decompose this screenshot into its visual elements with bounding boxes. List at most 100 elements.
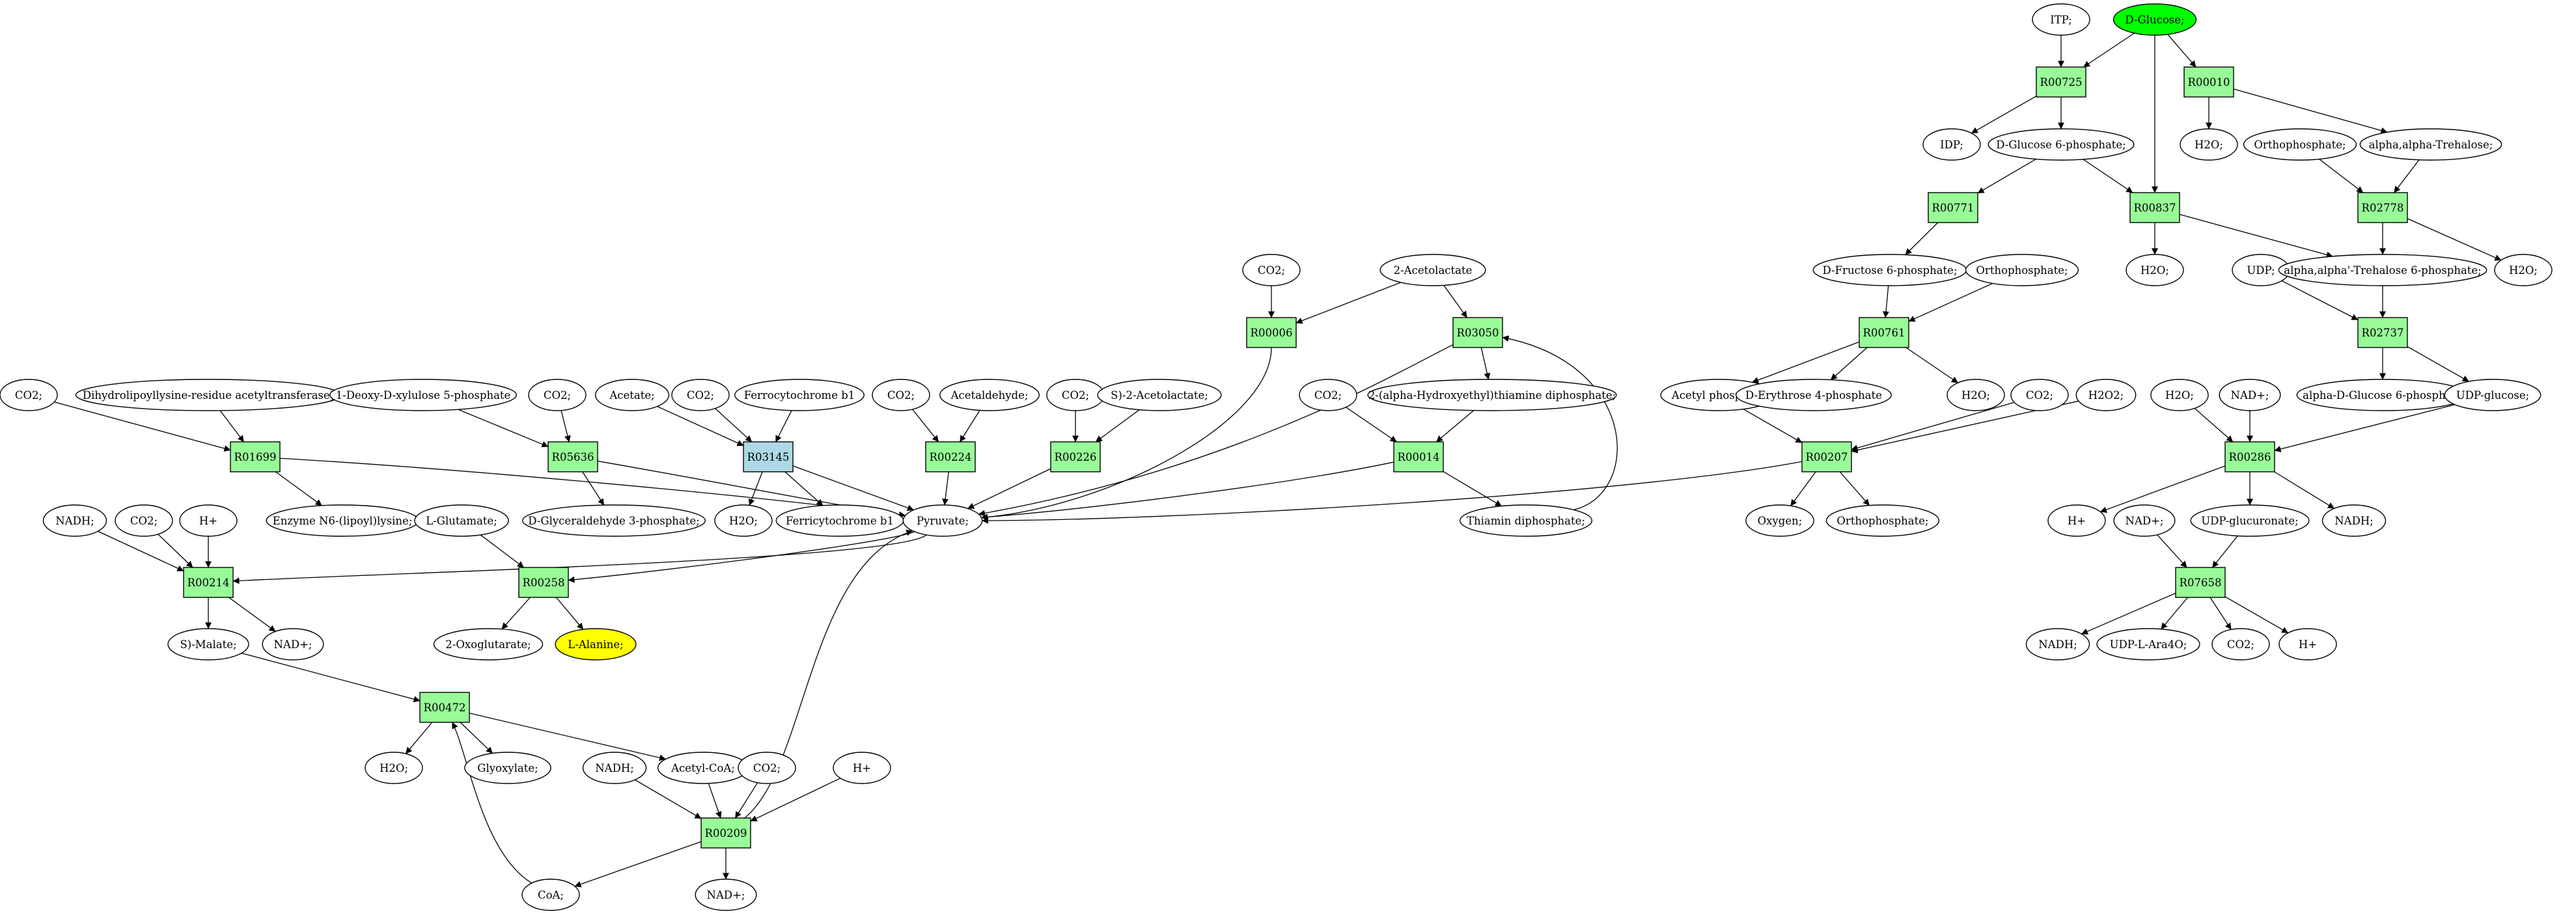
node-label: H2O; — [2509, 264, 2538, 277]
compound-node-co2: CO2; — [671, 379, 730, 411]
edge-r00214-to-nad_r00214 — [229, 597, 276, 632]
compound-node-udp-l-ara4o: UDP-L-Ara4O; — [2096, 628, 2200, 661]
edge-acetaldehyde-to-r00224 — [959, 410, 980, 443]
compound-ellipse — [695, 879, 757, 911]
compound-node-2-oxoglutarate: 2-Oxoglutarate; — [433, 628, 544, 661]
compound-ellipse — [738, 752, 796, 784]
compound-node-h: H+ — [179, 504, 238, 537]
edge-s_acetolactate-to-r00226 — [1095, 409, 1140, 443]
edge-co2_r00209-to-r00209 — [734, 782, 758, 819]
compound-ellipse — [2494, 254, 2553, 286]
edges-layer — [54, 33, 2502, 888]
compound-ellipse — [833, 752, 891, 784]
compound-node-itp: ITP; — [2032, 3, 2090, 36]
node-label: NAD+; — [274, 638, 312, 651]
node-label: Glyoxylate; — [477, 762, 538, 774]
node-label: R03050 — [1457, 327, 1499, 339]
compound-ellipse — [2180, 128, 2238, 161]
compound-node-co2: CO2; — [2211, 628, 2270, 661]
compound-ellipse — [2243, 128, 2357, 161]
compound-node-h2o: H2O; — [714, 504, 773, 537]
compound-ellipse — [1965, 254, 2079, 286]
compound-node-d-glucose: D-Glucose; — [2112, 3, 2197, 36]
reaction-box — [2357, 317, 2408, 348]
compound-ellipse — [1097, 379, 1222, 411]
compound-ellipse — [1946, 379, 2005, 411]
compound-node-h: H+ — [2278, 628, 2337, 661]
reaction-node-r00209: R00209 — [700, 817, 751, 849]
node-label: CO2; — [130, 515, 158, 527]
compound-ellipse — [2096, 628, 2200, 661]
compound-ellipse — [1379, 254, 1486, 286]
edge-udp-to-r02737 — [2281, 280, 2359, 321]
compound-node-acetate: Acetate; — [594, 379, 670, 411]
node-label: D-Glucose 6-phosphate; — [1996, 139, 2126, 151]
compound-node-nadh: NADH; — [2025, 628, 2090, 661]
edge-nadh_r00214-to-r00214 — [98, 530, 184, 571]
reaction-node-r00771: R00771 — [1928, 192, 1978, 223]
compound-node-s-malate: S)-Malate; — [167, 628, 249, 661]
compound-node-h: H+ — [833, 752, 891, 784]
reaction-box — [2357, 192, 2408, 223]
edge-co2_r01699-to-r01699 — [54, 402, 231, 452]
node-label: CO2; — [1062, 389, 1089, 402]
compound-ellipse — [2190, 504, 2310, 537]
compound-node-idp: IDP; — [1922, 128, 1981, 161]
reaction-box — [1452, 317, 1503, 348]
edge-r00286-to-h_r00286 — [2099, 465, 2226, 513]
edge-r00761-to-e4p — [1830, 347, 1868, 381]
reaction-node-r03145: R03145 — [743, 441, 794, 472]
node-label: NAD+; — [707, 889, 745, 901]
reaction-box — [2175, 567, 2226, 598]
edge-r07658-to-udp_ara4o — [2161, 597, 2189, 630]
node-label: H2O2; — [2088, 389, 2124, 402]
reaction-node-r03050: R03050 — [1452, 317, 1503, 348]
node-label: R00258 — [523, 577, 565, 589]
edge-orthophosphate_1-to-r02778 — [2319, 159, 2364, 193]
compound-ellipse — [2113, 504, 2176, 537]
reaction-node-r01699: R01699 — [230, 441, 281, 472]
node-label: CO2; — [2026, 389, 2053, 402]
compound-node-co2: CO2; — [1299, 379, 1357, 411]
node-label: 2-Oxoglutarate; — [445, 638, 531, 651]
reaction-box — [1801, 441, 1852, 472]
edge-r00207-to-orthophosphate_3 — [1839, 471, 1870, 506]
node-label: NADH; — [595, 762, 634, 774]
node-label: H+ — [2299, 638, 2317, 651]
edge-nad_r07658_in-to-r07658 — [2157, 534, 2187, 568]
node-label: Pyruvate; — [917, 515, 969, 527]
node-label: R00761 — [1863, 327, 1905, 339]
compound-node-enzyme-n6-lipoyl-lysine: Enzyme N6-(lipoyl)lysine; — [266, 504, 419, 537]
node-label: Orthophosphate; — [1976, 264, 2068, 277]
compound-ellipse — [2075, 379, 2137, 411]
node-label: H2O; — [380, 762, 408, 774]
node-label: R00725 — [2040, 76, 2083, 89]
compound-node-d-glyceraldehyde-3-phosphate: D-Glyceraldehyde 3-phosphate; — [521, 504, 706, 537]
compound-ellipse — [262, 628, 324, 661]
compound-node-glyoxylate: Glyoxylate; — [464, 752, 551, 784]
node-label: R00771 — [1932, 202, 1974, 214]
compound-ellipse — [1242, 254, 1301, 286]
compound-ellipse — [521, 504, 706, 537]
compound-ellipse — [167, 628, 249, 661]
reaction-node-r00837: R00837 — [2129, 192, 2180, 223]
node-label: NAD+; — [2126, 515, 2164, 527]
edge-s_malate-to-r00472 — [241, 652, 421, 703]
compound-node-dihydrolipoyllysine-residue-acetyltransferase: Dihydrolipoyllysine-residue acetyltransf… — [75, 379, 342, 411]
node-label: 2-(alpha-Hydroxyethyl)thiamine diphospha… — [1368, 389, 1616, 402]
node-label: D-Erythrose 4-phosphate — [1745, 389, 1882, 402]
node-label: CO2; — [544, 389, 571, 402]
compound-node-alpha-d-glucose-6-phosphate: alpha-D-Glucose 6-phosphate — [2296, 379, 2469, 411]
node-label: Orthophosphate; — [1836, 515, 1928, 527]
node-label: Oxygen; — [1758, 515, 1803, 527]
node-label: D-Fructose 6-phosphate; — [1823, 264, 1958, 277]
compound-node-d-glucose-6-phosphate: D-Glucose 6-phosphate; — [1987, 128, 2135, 161]
node-label: R00207 — [1806, 451, 1848, 463]
compound-ellipse — [0, 379, 58, 411]
compound-ellipse — [555, 628, 637, 661]
edge-ferrocytochrome-to-r03145 — [775, 410, 792, 443]
compound-node-s-2-acetolactate: S)-2-Acetolactate; — [1097, 379, 1222, 411]
edge-r00286-to-nadh_r00286 — [2274, 471, 2334, 509]
edge-r00209-to-pyruvate — [744, 529, 913, 819]
compound-ellipse — [902, 504, 983, 537]
